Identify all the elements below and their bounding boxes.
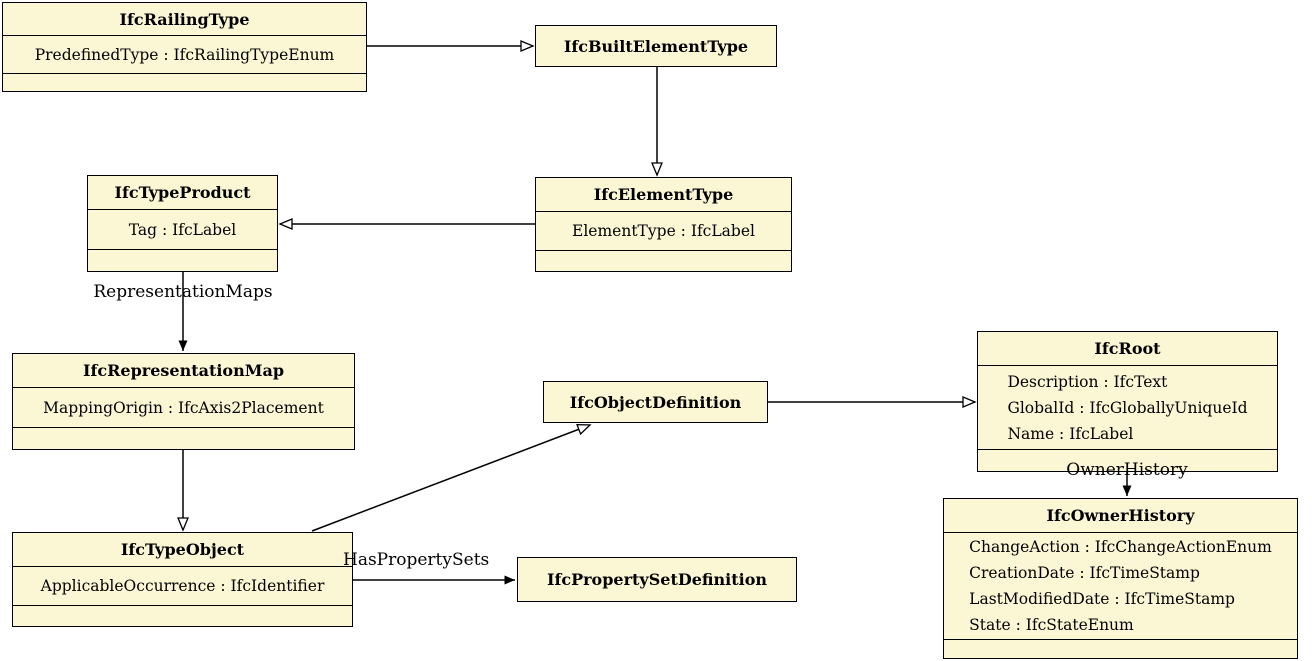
- class-title: IfcObjectDefinition: [569, 392, 742, 412]
- attribute-line: GlobalId : IfcGloballyUniqueId: [1007, 398, 1248, 417]
- class-box-ifcobjectdefinition: IfcObjectDefinition: [543, 381, 768, 423]
- class-attributes: Tag : IfcLabel: [88, 210, 277, 250]
- attribute-line: Description : IfcText: [1007, 372, 1168, 391]
- attribute-line: ElementType : IfcLabel: [572, 222, 755, 240]
- class-operations-empty: [88, 250, 277, 271]
- class-box-ifcrailingtype: IfcRailingType PredefinedType : IfcRaili…: [2, 2, 367, 92]
- class-operations-empty: [944, 640, 1297, 658]
- class-box-ifcelementtype: IfcElementType ElementType : IfcLabel: [535, 177, 792, 272]
- class-title: IfcPropertySetDefinition: [546, 570, 768, 589]
- class-attributes: ChangeAction : IfcChangeActionEnum Creat…: [944, 533, 1297, 640]
- class-title: IfcBuiltElementType: [563, 36, 749, 56]
- class-title: IfcTypeProduct: [88, 176, 277, 210]
- class-operations-empty: [13, 428, 354, 449]
- class-box-ifctypeproduct: IfcTypeProduct Tag : IfcLabel: [87, 175, 278, 272]
- edge-label-ownerhistory: OwnerHistory: [1066, 460, 1188, 480]
- class-title: IfcOwnerHistory: [944, 499, 1297, 533]
- class-box-ifcrepresentationmap: IfcRepresentationMap MappingOrigin : Ifc…: [12, 353, 355, 450]
- class-operations-empty: [3, 74, 366, 91]
- class-box-ifcownerhistory: IfcOwnerHistory ChangeAction : IfcChange…: [943, 498, 1298, 659]
- attribute-line: ChangeAction : IfcChangeActionEnum: [969, 538, 1272, 556]
- edge-label-representationmaps: RepresentationMaps: [93, 282, 273, 302]
- class-title: IfcTypeObject: [13, 533, 352, 567]
- attribute-line: ApplicableOccurrence : IfcIdentifier: [40, 577, 325, 595]
- class-operations-empty: [13, 606, 352, 626]
- class-box-ifcpropertysetdefinition: IfcPropertySetDefinition: [517, 557, 797, 602]
- attribute-line: CreationDate : IfcTimeStamp: [969, 564, 1200, 582]
- class-attributes: MappingOrigin : IfcAxis2Placement: [13, 388, 354, 428]
- class-title: IfcRailingType: [3, 3, 366, 36]
- attribute-line: Name : IfcLabel: [1007, 424, 1134, 443]
- attribute-line: PredefinedType : IfcRailingTypeEnum: [34, 45, 335, 64]
- attribute-line: MappingOrigin : IfcAxis2Placement: [43, 398, 324, 417]
- edge-label-haspropertysets: HasPropertySets: [343, 550, 490, 570]
- class-box-ifcbuiltelementtype: IfcBuiltElementType: [535, 25, 777, 67]
- class-attributes: ElementType : IfcLabel: [536, 212, 791, 251]
- class-title: IfcRoot: [978, 332, 1277, 366]
- attribute-line: LastModifiedDate : IfcTimeStamp: [969, 590, 1235, 608]
- class-title: IfcRepresentationMap: [13, 354, 354, 388]
- attribute-line: State : IfcStateEnum: [969, 616, 1134, 634]
- class-attributes: Description : IfcText GlobalId : IfcGlob…: [978, 366, 1277, 450]
- class-attributes: PredefinedType : IfcRailingTypeEnum: [3, 36, 366, 74]
- class-box-ifctypeobject: IfcTypeObject ApplicableOccurrence : Ifc…: [12, 532, 353, 627]
- class-box-ifcroot: IfcRoot Description : IfcText GlobalId :…: [977, 331, 1278, 472]
- attribute-line: Tag : IfcLabel: [128, 220, 237, 239]
- class-attributes: ApplicableOccurrence : IfcIdentifier: [13, 567, 352, 606]
- class-operations-empty: [536, 251, 791, 271]
- class-title: IfcElementType: [536, 178, 791, 212]
